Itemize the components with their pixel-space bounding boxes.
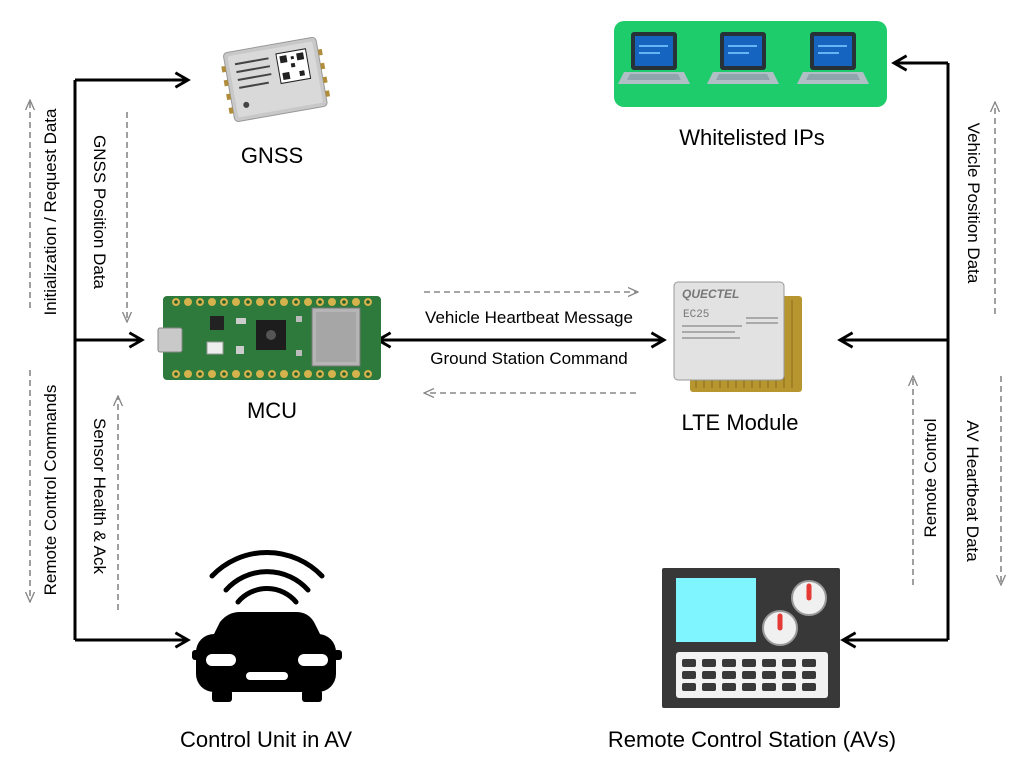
right-connectors <box>837 54 950 649</box>
raspberry-pi-pico-icon <box>157 296 381 380</box>
edge-label-remote-commands: Remote Control Commands <box>41 385 60 596</box>
edge-label-gnss-position: GNSS Position Data <box>90 135 109 290</box>
whitelist-title: Whitelisted IPs <box>679 125 825 150</box>
edge-label-ground-command: Ground Station Command <box>430 349 628 368</box>
laptop-icon <box>797 32 869 84</box>
edge-label-remote-control: Remote Control <box>921 418 940 537</box>
gnss-title: GNSS <box>241 143 303 168</box>
left-connectors <box>73 71 191 649</box>
edge-label-sensor-health: Sensor Health & Ack <box>90 418 109 574</box>
dashed-indicators <box>30 100 1001 610</box>
laptop-icon <box>618 32 690 84</box>
whitelist-group <box>614 21 887 107</box>
laptop-icon <box>707 32 779 84</box>
edge-label-vehicle-heartbeat: Vehicle Heartbeat Message <box>425 308 633 327</box>
lte-model-text: EC25 <box>683 309 709 321</box>
remote-station-title: Remote Control Station (AVs) <box>608 727 896 752</box>
control-unit-title: Control Unit in AV <box>180 727 352 752</box>
edge-label-vehicle-position: Vehicle Position Data <box>964 123 983 284</box>
lte-brand-text: QUECTEL <box>682 287 739 301</box>
gnss-module-icon <box>221 36 331 122</box>
connected-car-icon <box>192 550 342 702</box>
edge-label-av-heartbeat: AV Heartbeat Data <box>963 420 982 562</box>
lte-title: LTE Module <box>682 410 799 435</box>
mcu-title: MCU <box>247 398 297 423</box>
edge-label-init-request: Initialization / Request Data <box>41 108 60 315</box>
lte-module-icon: QUECTEL EC25 <box>673 281 802 392</box>
control-panel-icon <box>662 568 840 708</box>
